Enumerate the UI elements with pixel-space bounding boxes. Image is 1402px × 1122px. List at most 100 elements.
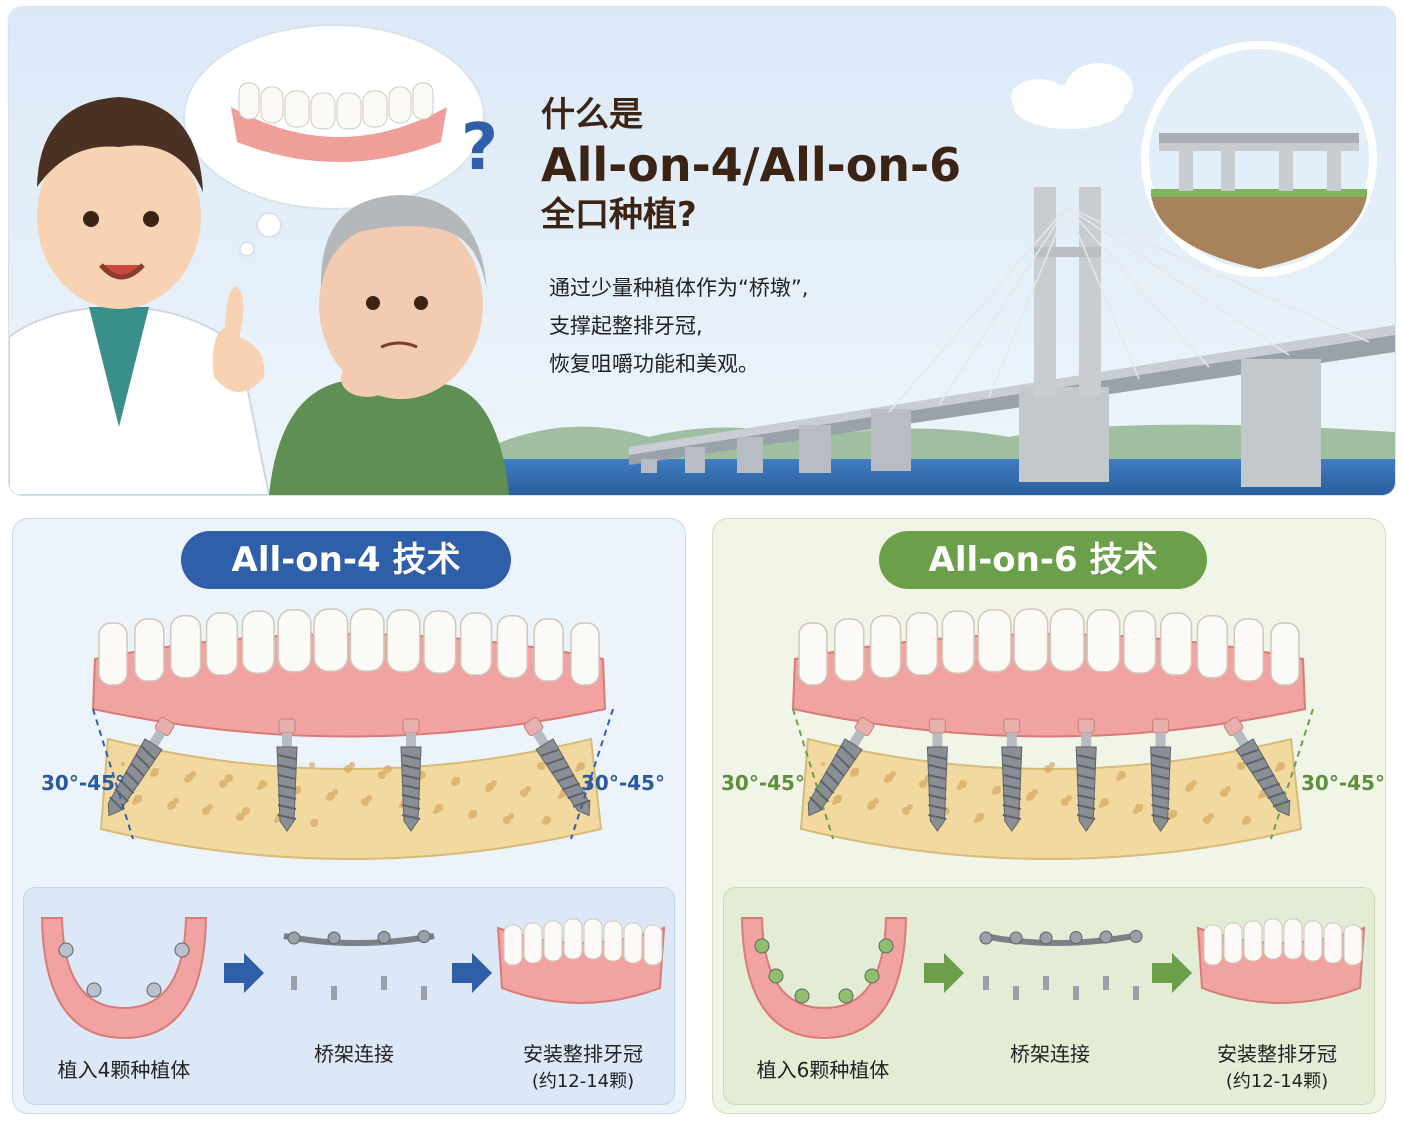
implant-thread [1151, 784, 1170, 790]
bone-pore [1099, 804, 1103, 808]
denture-tooth [583, 918, 603, 960]
bridge [629, 187, 1395, 487]
doctor-figure [9, 97, 271, 495]
implant-neck [1155, 733, 1166, 747]
denture-tooth [1243, 920, 1263, 962]
step-note: (约12-14颗) [1225, 1071, 1329, 1092]
panel-title: All-on-6 技术 [879, 531, 1207, 589]
implant-thread [551, 765, 570, 774]
step-1-caption: 植入4颗种植体 [44, 1054, 204, 1083]
implant-thread [928, 784, 947, 790]
bone-pore [1203, 816, 1211, 824]
bone-pore [433, 810, 437, 814]
implant-neck [932, 733, 943, 747]
abutment-post [331, 986, 337, 1000]
step-2-caption: 桥架连接 [274, 1038, 434, 1067]
implant-thread [401, 804, 421, 810]
bridge-joint [1099, 930, 1113, 944]
bone-pore [274, 819, 278, 823]
step-1-caption: 植入6颗种植体 [738, 1054, 908, 1083]
description-line: 恢复咀嚼功能和美观。 [549, 352, 759, 376]
bridge-joint [1129, 929, 1143, 943]
bridge-bar [983, 933, 1135, 946]
implant-dot-icon [768, 968, 784, 984]
implant-thread [401, 774, 421, 780]
implant-thread [556, 774, 575, 783]
bone-pore [919, 780, 927, 788]
implant-thread [1151, 774, 1170, 780]
implant-thread [928, 754, 947, 760]
bone-pore [257, 786, 261, 790]
bone-pore [1237, 762, 1245, 770]
implant-abutment [402, 718, 420, 734]
angle-guide-left [92, 708, 134, 840]
procedure-steps: 植入6颗种植体 桥架连接 安装整排牙冠(约12-14颗) [723, 887, 1375, 1105]
implant-neck [406, 733, 416, 747]
arrow-right-icon [1152, 953, 1192, 993]
implant-neck [1232, 729, 1249, 747]
bone-pore [520, 789, 528, 797]
implant-thread [1246, 757, 1265, 766]
arrow-right-icon [452, 953, 492, 993]
implant-thread [928, 814, 947, 820]
step-label: 安装整排牙冠 [523, 1042, 643, 1066]
arch-with-implants [40, 917, 208, 1040]
hero-description: 通过少量种植体作为“桥墩”, 支撑起整排牙冠, 恢复咀嚼功能和美观。 [549, 269, 808, 383]
title-line-1: 什么是 [541, 95, 643, 135]
bone-pore [150, 771, 156, 777]
bridge-joint [1039, 931, 1053, 945]
bone-pore [1061, 798, 1069, 806]
tooth [241, 610, 275, 674]
tooth [798, 622, 828, 686]
implant-thread [1076, 794, 1096, 800]
implant-thread [819, 779, 835, 794]
tooth [349, 608, 385, 672]
implant-thread [1076, 774, 1096, 780]
description-line: 支撑起整排牙冠, [549, 314, 703, 338]
bone-pore [378, 771, 386, 779]
implant-thread [814, 787, 829, 803]
tooth [496, 614, 529, 679]
bone-pore [1026, 795, 1032, 801]
implants [807, 716, 1291, 832]
denture-tooth [1203, 924, 1223, 966]
denture-tooth [603, 920, 623, 962]
implant-thread [1151, 754, 1170, 760]
denture-tooth [523, 922, 543, 964]
tooth [905, 612, 939, 676]
bone-pore [974, 819, 978, 823]
title-line-3: 全口种植? [541, 195, 697, 235]
bridge-pier-inset [1141, 41, 1377, 277]
tooth [1086, 608, 1121, 673]
bone-pore [236, 813, 244, 821]
abutment-post [1073, 986, 1079, 1000]
thought-bubble [183, 24, 485, 257]
bone-pore [1242, 819, 1248, 825]
implant-thread [928, 764, 947, 770]
bone-pore [542, 819, 548, 825]
denture-tooth [1223, 922, 1243, 964]
denture-tooth [1283, 918, 1303, 960]
bone-pore [1116, 777, 1120, 781]
implant-neck [282, 733, 292, 747]
bridge-joint [287, 931, 301, 945]
implant-thread [1251, 765, 1270, 774]
angle-guide-right [1270, 708, 1314, 840]
bone-pore [575, 768, 579, 772]
bone-pore [1133, 810, 1137, 814]
abutment-post [421, 986, 427, 1000]
tooth [1159, 612, 1193, 676]
implant-thread [277, 754, 297, 760]
implant-icon [926, 718, 948, 832]
bone-pore [832, 801, 836, 805]
teeth-row [98, 608, 600, 686]
implant-thread [114, 787, 129, 803]
denture-tooth [1303, 920, 1323, 962]
implant-dot-icon [838, 988, 854, 1004]
bone-pore [884, 777, 890, 783]
implant-neck [1081, 733, 1092, 747]
angle-label-right: 30°-45° [581, 771, 665, 795]
panel-all-on-6: All-on-6 技术 30°-45° 30°-45° 植入6颗种植体 桥架连接… [712, 518, 1386, 1114]
implant-dot-icon [794, 988, 810, 1004]
bridge-joint [377, 930, 391, 944]
